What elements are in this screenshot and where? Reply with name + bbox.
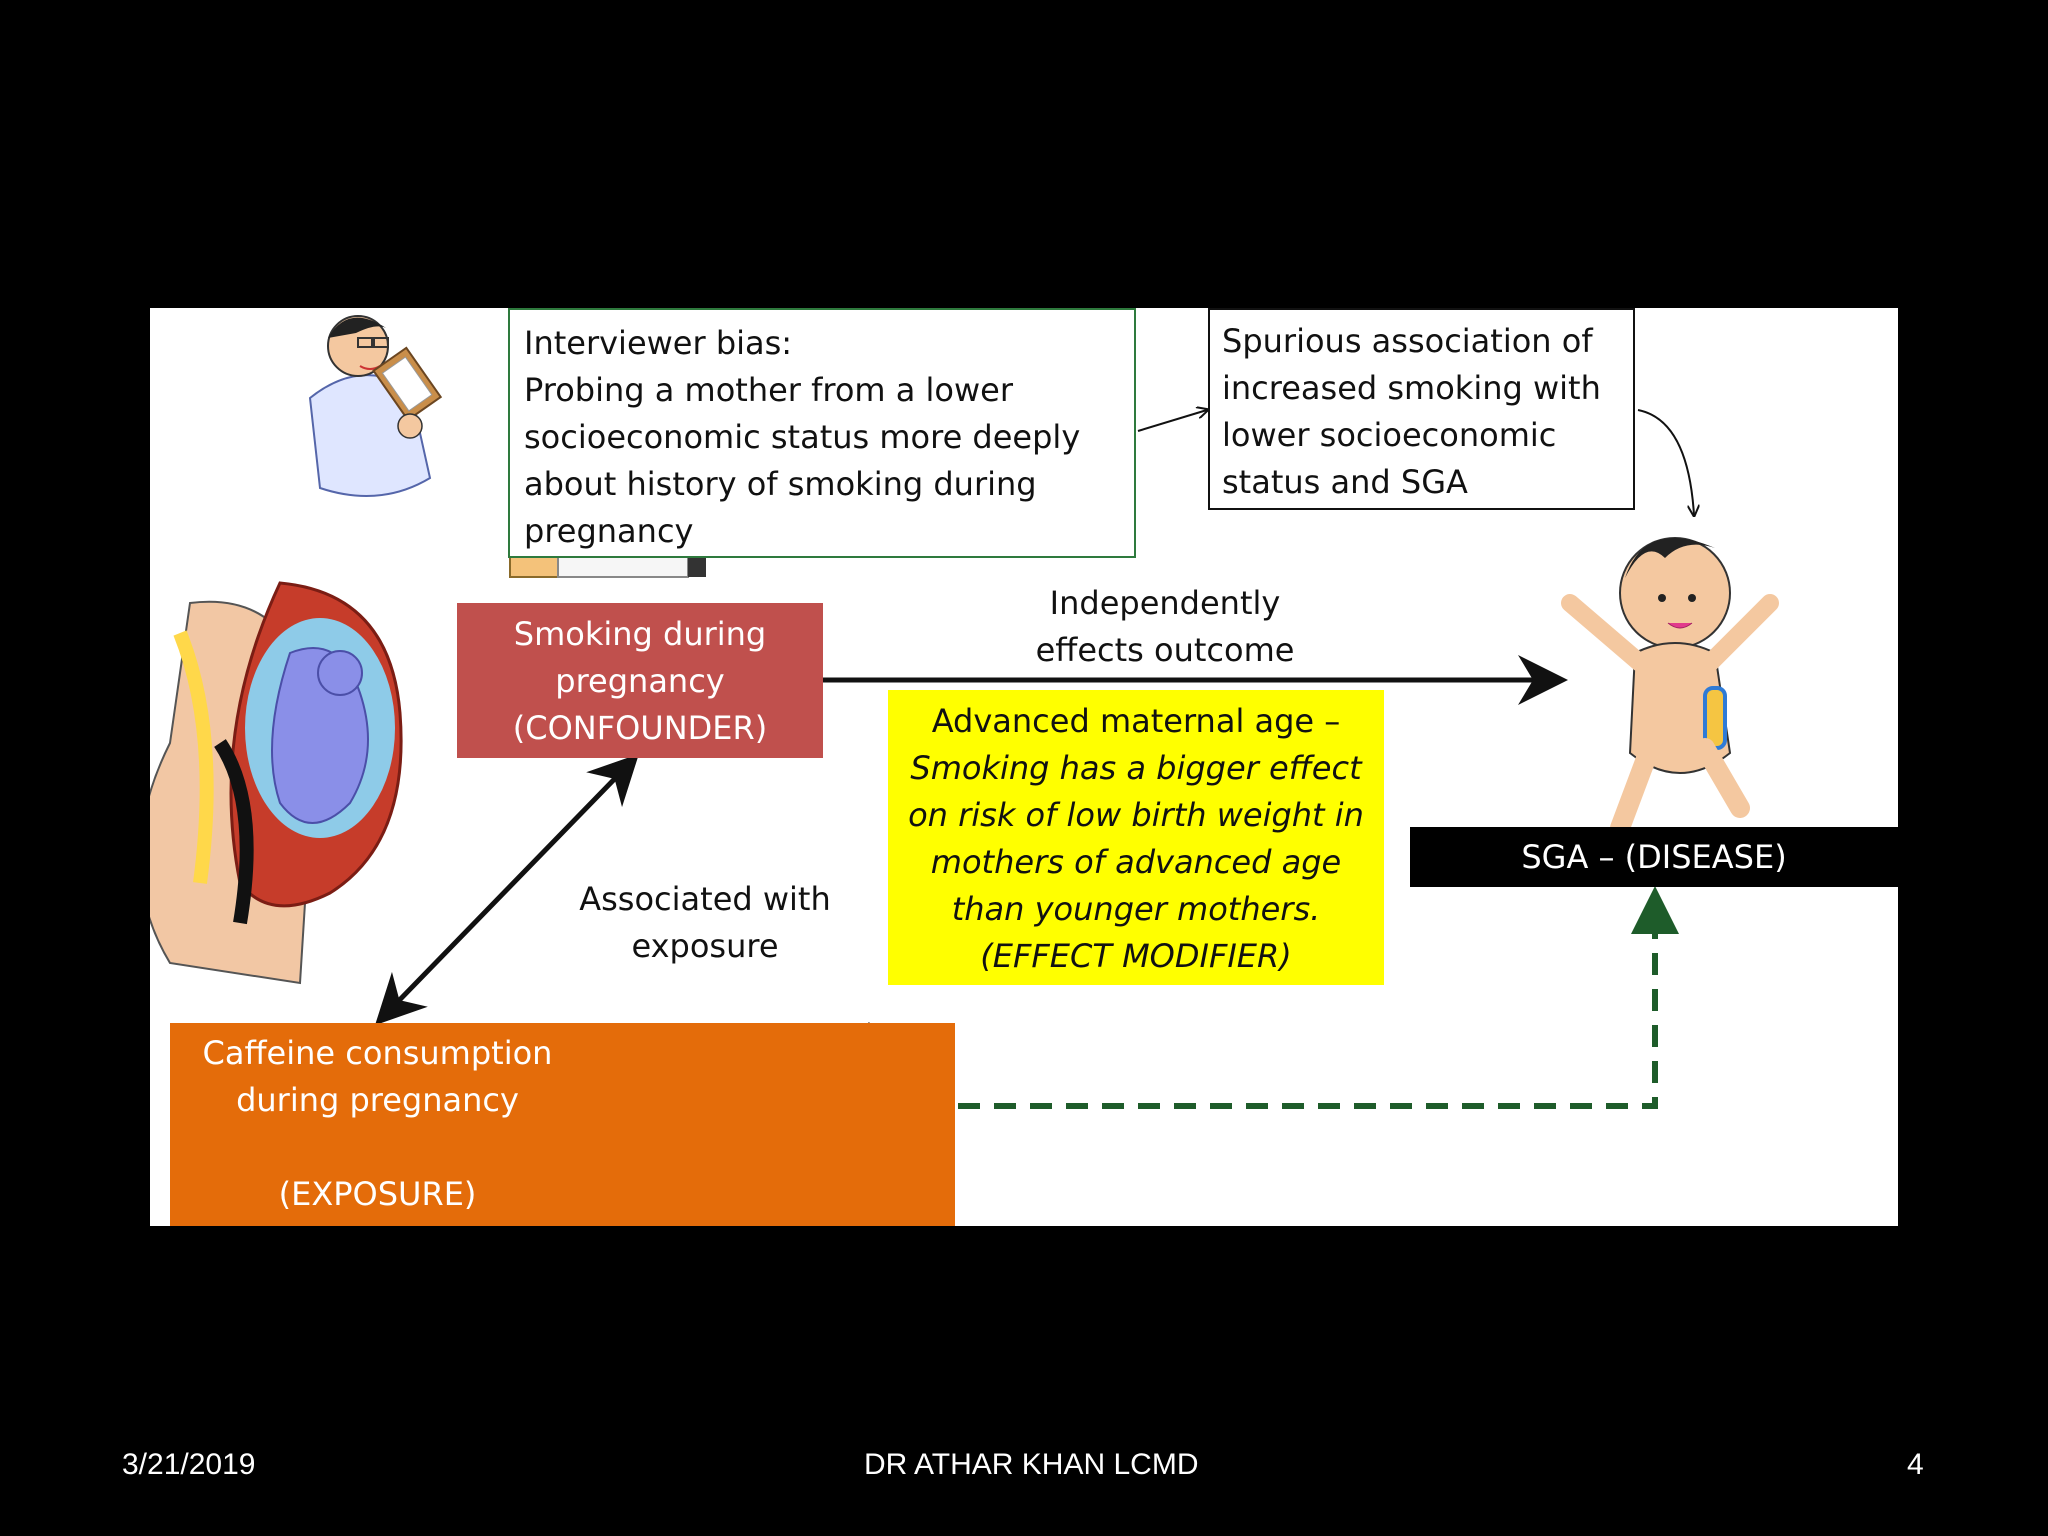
confounder-box: Smoking during pregnancy (CONFOUNDER) — [457, 603, 823, 758]
interviewer-bias-box: Interviewer bias: Probing a mother from … — [508, 308, 1136, 558]
arrow-confounder-exposure — [375, 753, 639, 1026]
effect-modifier-box: Advanced maternal age – Smoking has a bi… — [888, 690, 1384, 985]
modifier-line-6: (EFFECT MODIFIER) — [980, 937, 1292, 975]
associated-line-2: exposure — [631, 927, 779, 965]
exposure-text: Caffeine consumption during pregnancy (E… — [170, 1030, 585, 1218]
interviewer-bias-line-4: pregnancy — [524, 512, 694, 550]
arrow-bias-to-spurious — [1137, 410, 1207, 432]
pregnant-anatomy-icon — [150, 581, 403, 985]
interviewer-bias-line-1: Probing a mother from a lower — [524, 371, 1014, 409]
footer-page-number: 4 — [1907, 1448, 1924, 1481]
spurious-line-2: increased smoking with — [1222, 369, 1601, 407]
disease-box: SGA – (DISEASE) — [1410, 827, 1898, 887]
interviewer-bias-title: Interviewer bias: — [524, 324, 793, 362]
modifier-line-4: mothers of advanced age — [930, 843, 1342, 881]
exposure-line-1: Caffeine consumption — [202, 1034, 553, 1072]
independent-line-1: Independently — [1049, 584, 1281, 622]
independent-effect-label: Independently effects outcome — [990, 580, 1340, 674]
exposure-line-2: during pregnancy — [236, 1081, 519, 1119]
modifier-line-2: Smoking has a bigger effect — [910, 749, 1362, 787]
confounder-line-3: (CONFOUNDER) — [512, 709, 768, 747]
spurious-line-4: status and SGA — [1222, 463, 1468, 501]
arrow-exposure-to-disease-dashed — [958, 886, 1679, 1109]
baby-icon — [1561, 537, 1779, 838]
spurious-line-1: Spurious association of — [1222, 322, 1593, 360]
spurious-line-3: lower socioeconomic — [1222, 416, 1557, 454]
confounder-line-1: Smoking during — [513, 615, 767, 653]
doctor-icon — [308, 315, 443, 497]
independent-line-2: effects outcome — [1035, 631, 1295, 669]
associated-exposure-label: Associated with exposure — [560, 876, 850, 970]
arrow-spurious-to-baby — [1637, 409, 1694, 515]
confounder-line-2: pregnancy — [555, 662, 725, 700]
modifier-line-1: Advanced maternal age – — [931, 702, 1341, 740]
footer-date: 3/21/2019 — [122, 1448, 256, 1481]
spurious-association-box: Spurious association of increased smokin… — [1208, 308, 1635, 510]
exposure-line-4: (EXPOSURE) — [278, 1175, 477, 1213]
modifier-line-5: than younger mothers. — [951, 890, 1321, 928]
associated-line-1: Associated with — [579, 880, 831, 918]
interviewer-bias-line-2: socioeconomic status more deeply — [524, 418, 1081, 456]
exposure-box — [170, 1023, 955, 1226]
modifier-line-3: on risk of low birth weight in — [908, 796, 1364, 834]
exposure-line-3 — [170, 1124, 585, 1171]
footer-author: DR ATHAR KHAN LCMD — [864, 1448, 1199, 1481]
interviewer-bias-line-3: about history of smoking during — [524, 465, 1037, 503]
